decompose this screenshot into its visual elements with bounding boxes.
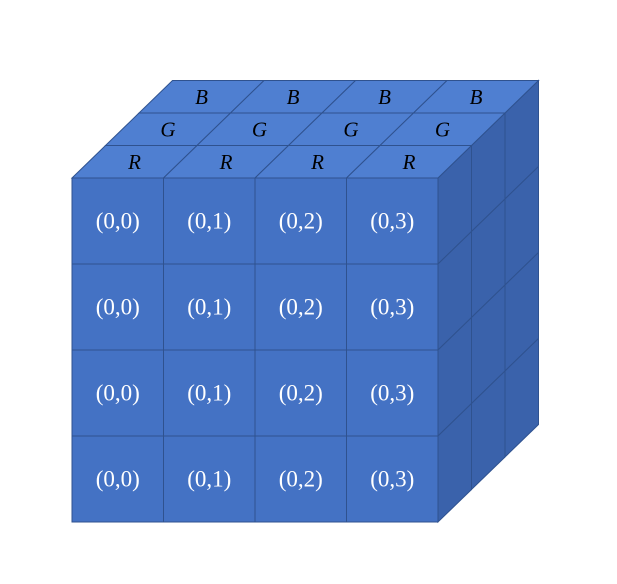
channel-label: R <box>402 150 416 174</box>
cell-index-label: (0,2) <box>279 295 323 320</box>
cell-index-label: (0,1) <box>187 467 231 492</box>
cell-index-label: (0,2) <box>279 467 323 492</box>
cell-index-label: (0,3) <box>370 295 414 320</box>
cell-index-label: (0,2) <box>279 381 323 406</box>
front-face-cell <box>254 349 347 437</box>
cell-index-label: (0,2) <box>279 209 323 234</box>
cell-index-label: (0,3) <box>370 467 414 492</box>
front-face-cell <box>346 349 439 437</box>
channel-label: G <box>252 117 267 141</box>
cell-index-label: (0,3) <box>370 209 414 234</box>
front-face-cell <box>346 435 439 523</box>
cell-index-label: (0,1) <box>187 381 231 406</box>
channel-label: B <box>195 85 208 109</box>
cell-index-label: (0,0) <box>96 295 140 320</box>
cell-index-label: (0,0) <box>96 209 140 234</box>
cell-index-label: (0,3) <box>370 381 414 406</box>
channel-label: R <box>127 150 141 174</box>
channel-label: B <box>378 85 391 109</box>
front-face-cell <box>346 177 439 265</box>
front-face-cell <box>163 349 256 437</box>
channel-label: R <box>310 150 324 174</box>
front-face-cell <box>163 263 256 351</box>
channel-label: G <box>343 117 358 141</box>
front-face-cell <box>71 263 164 351</box>
channel-label: B <box>287 85 300 109</box>
front-face-cell <box>346 263 439 351</box>
channel-label: R <box>219 150 233 174</box>
cell-index-label: (0,1) <box>187 295 231 320</box>
cell-index-label: (0,0) <box>96 381 140 406</box>
channel-label: G <box>160 117 175 141</box>
cell-index-label: (0,0) <box>96 467 140 492</box>
channel-label: G <box>435 117 450 141</box>
front-face-cell <box>163 435 256 523</box>
front-face-cell <box>163 177 256 265</box>
cell-index-label: (0,1) <box>187 209 231 234</box>
channel-label: B <box>470 85 483 109</box>
front-face-cell <box>254 435 347 523</box>
